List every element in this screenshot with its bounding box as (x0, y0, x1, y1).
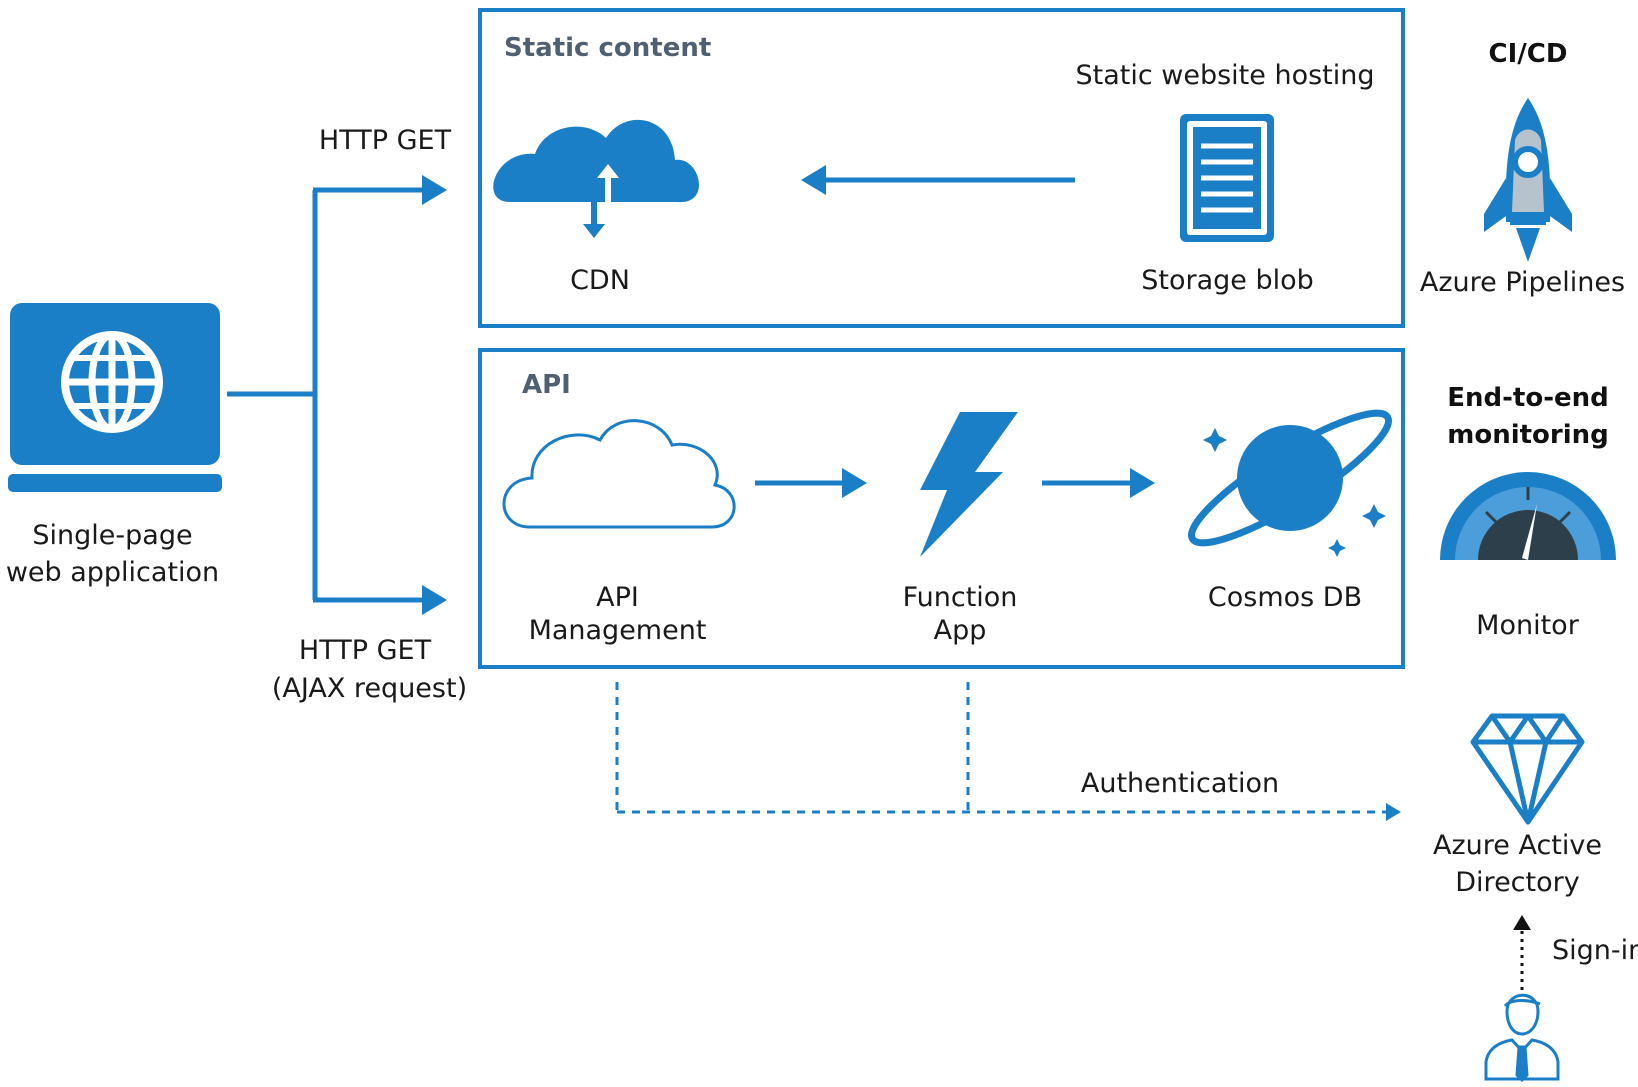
diamond-icon (1470, 713, 1585, 825)
static-content-title: Static content (504, 33, 712, 63)
static-content-box (478, 8, 1405, 328)
cdn-label: CDN (570, 265, 630, 296)
http-get-bottom-label-line2: (AJAX request) (271, 673, 468, 704)
authentication-connector (615, 682, 1401, 821)
aad-label-line2: Directory (1455, 867, 1580, 898)
aad-label-line1: Azure Active (1433, 830, 1602, 861)
monitor-label: Monitor (1476, 610, 1579, 641)
rocket-icon (1484, 98, 1572, 262)
document-icon (1180, 114, 1274, 242)
apim-label-line1: API (596, 582, 639, 613)
api-box (478, 348, 1405, 669)
cloud-outline-icon (502, 419, 736, 529)
authentication-label: Authentication (1080, 768, 1280, 799)
lightning-icon (920, 412, 1018, 557)
monitoring-heading-line1: End-to-end (1447, 383, 1609, 413)
cloud-transfer-icon (493, 119, 699, 238)
planet-icon (1188, 409, 1392, 557)
client-connector (227, 175, 447, 615)
client-label-line1: Single-page (32, 520, 193, 551)
laptop-globe-icon (8, 303, 222, 492)
cosmos-label: Cosmos DB (1207, 582, 1363, 613)
gauge-icon (1440, 472, 1616, 560)
storage-blob-label: Storage blob (1141, 265, 1314, 296)
client-label-line2: web application (5, 557, 220, 588)
function-label-line2: App (933, 615, 987, 646)
static-hosting-label: Static website hosting (1075, 60, 1375, 91)
signin-label: Sign-in (1552, 935, 1638, 966)
apim-label-line2: Management (528, 615, 707, 646)
azure-pipelines-label: Azure Pipelines (1419, 267, 1626, 298)
http-get-top-label: HTTP GET (318, 125, 452, 156)
api-title: API (522, 370, 571, 400)
cicd-heading: CI/CD (1488, 39, 1568, 69)
function-label-line1: Function (902, 582, 1018, 613)
monitoring-heading-line2: monitoring (1447, 420, 1609, 450)
http-get-bottom-label-line1: HTTP GET (298, 635, 432, 666)
user-icon (1484, 993, 1560, 1083)
